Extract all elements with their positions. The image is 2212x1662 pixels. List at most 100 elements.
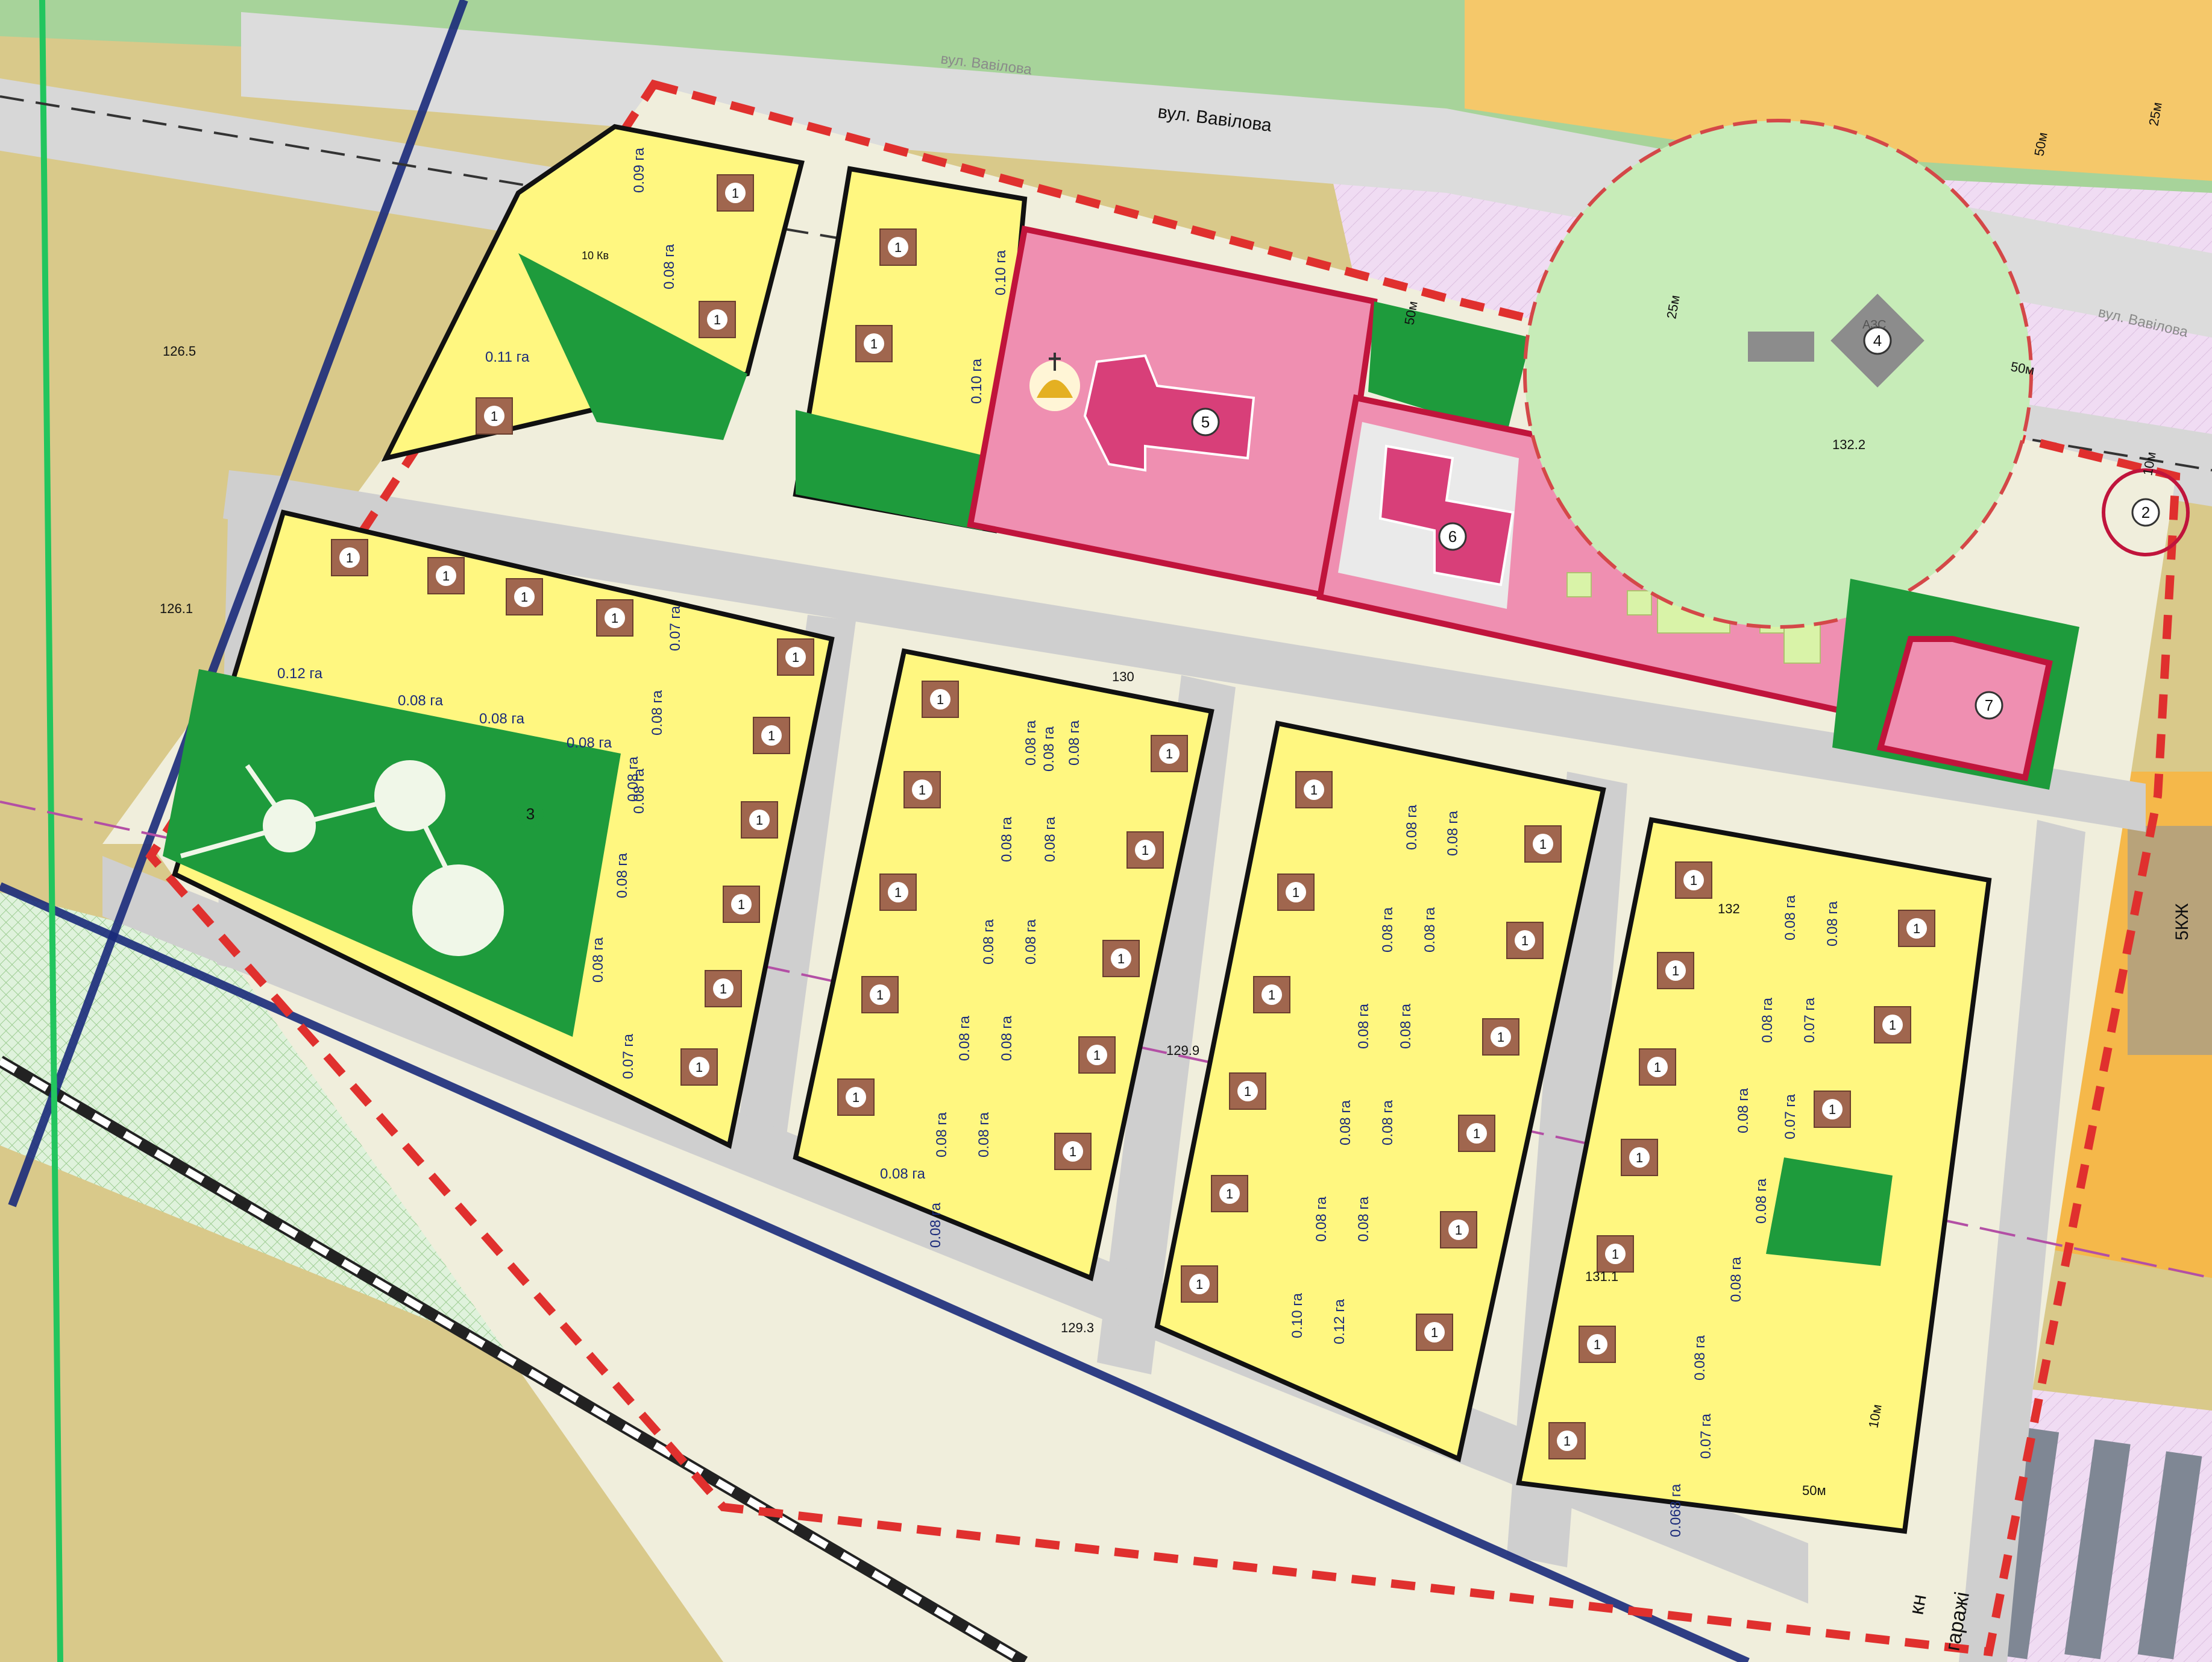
house-number-badge xyxy=(484,406,504,426)
house-number-badge xyxy=(864,333,884,354)
house-number-label: 1 xyxy=(1166,746,1173,761)
house-number-badge xyxy=(930,689,950,710)
plot-area-label: 0.08 га xyxy=(1380,907,1396,952)
elevation-label: 132.2 xyxy=(1832,437,1865,452)
zone-label-5kzh: 5КЖ xyxy=(2172,903,2192,940)
plot-area-label: 0.08 га xyxy=(1023,919,1039,965)
plot-area-label: 0.08 га xyxy=(1753,1178,1770,1224)
house-number-label: 1 xyxy=(1292,885,1299,900)
house-number-label: 1 xyxy=(919,782,926,798)
house-icon xyxy=(699,301,736,338)
object-3-label: 3 xyxy=(526,805,535,823)
elevation-label: 126.1 xyxy=(160,601,193,616)
church-building xyxy=(1083,354,1255,472)
church-icon xyxy=(1029,353,1080,411)
object-5-label: 5 xyxy=(1201,413,1210,431)
house-number-badge xyxy=(713,978,734,999)
block-6 xyxy=(1516,817,1992,1534)
house-number-badge xyxy=(785,647,806,667)
plot-area-label: 0.08 га xyxy=(1356,1003,1372,1049)
object-3-marker xyxy=(517,801,544,827)
house-number-badge xyxy=(1665,960,1686,981)
plot-area-label: 0.07 га xyxy=(620,1033,636,1079)
orange-zone-north xyxy=(1465,0,2212,181)
plot-area-label: 0.07 га xyxy=(1802,997,1818,1043)
house-number-badge xyxy=(1683,870,1704,890)
house-number-badge xyxy=(1587,1334,1607,1355)
house-number-badge xyxy=(1087,1045,1107,1065)
zone-label-kn: кн xyxy=(1905,1593,1931,1617)
house-number-badge xyxy=(1424,1322,1445,1343)
plot-area-label: 0.08 га xyxy=(1728,1256,1744,1302)
house-number-label: 1 xyxy=(1672,963,1679,978)
house-number-label: 1 xyxy=(1244,1084,1251,1099)
elevation-label: 129.3 xyxy=(1061,1320,1094,1335)
object-6-marker xyxy=(1438,522,1467,551)
elevation-label: 129.9 xyxy=(1166,1043,1199,1058)
plot-area-label: 0.10 га xyxy=(969,358,985,404)
plot-area-label: 0.08 га xyxy=(631,768,647,814)
kv-label: 10 Кв xyxy=(582,250,609,262)
house-number-label: 1 xyxy=(1636,1150,1643,1165)
house-number-badge xyxy=(1286,882,1306,902)
object-7-label: 7 xyxy=(1985,696,1993,714)
plot-area-label: 0.068 га xyxy=(1668,1484,1684,1537)
plot-area-label: 0.10 га xyxy=(1289,1292,1306,1338)
house-number-label: 1 xyxy=(1497,1030,1504,1045)
object-4-marker xyxy=(1863,326,1892,355)
house-number-badge xyxy=(888,237,908,257)
house-number-badge xyxy=(1557,1431,1577,1451)
house-number-badge xyxy=(870,984,890,1005)
house-number-label: 1 xyxy=(491,409,498,424)
house-number-badge xyxy=(1448,1220,1469,1240)
house-number-label: 1 xyxy=(1654,1060,1661,1075)
house-number-label: 1 xyxy=(714,312,721,327)
house-number-badge xyxy=(605,608,625,628)
plot-area-label: 0.08 га xyxy=(1066,720,1082,766)
plot-area-label: 0.08 га xyxy=(880,1166,926,1182)
plot-area-label: 0.08 га xyxy=(1398,1003,1414,1049)
house-number-badge xyxy=(436,565,456,586)
plot-area-label: 0.08 га xyxy=(1735,1088,1752,1133)
fuel-station-canopy xyxy=(1748,332,1814,362)
house-number-label: 1 xyxy=(1473,1126,1480,1141)
elevation-label: 132 xyxy=(1718,901,1740,916)
house-number-label: 1 xyxy=(1612,1247,1619,1262)
house-number-badge xyxy=(1304,779,1324,800)
park-paths xyxy=(180,760,504,956)
house-number-label: 1 xyxy=(1563,1434,1571,1449)
house-number-badge xyxy=(1629,1147,1650,1168)
railway xyxy=(0,1056,1028,1662)
house-number-label: 1 xyxy=(1196,1277,1203,1292)
house-number-badge xyxy=(1237,1081,1258,1101)
plot-area-label: 0.08 га xyxy=(999,1015,1015,1061)
plot-area-label: 0.08 га xyxy=(976,1112,992,1157)
elevation-label: 131.1 xyxy=(1585,1269,1618,1284)
object-5-marker xyxy=(1191,408,1220,436)
object-2-buffer xyxy=(2102,468,2190,556)
plot-area-label: 0.12 га xyxy=(1331,1298,1348,1344)
house-number-label: 1 xyxy=(1226,1186,1233,1201)
house-number-badge xyxy=(1063,1141,1083,1162)
house-number-label: 1 xyxy=(346,550,353,565)
plot-area-label: 0.08 га xyxy=(1404,804,1420,850)
house-number-badge xyxy=(912,779,932,800)
plot-area-label: 0.08 га xyxy=(1445,810,1461,856)
plot-area-label: 0.08 га xyxy=(999,816,1015,862)
plot-area-label: 0.08 га xyxy=(398,693,444,709)
house-icon xyxy=(680,1048,718,1086)
house-number-label: 1 xyxy=(1889,1018,1896,1033)
plot-area-label: 0.08 га xyxy=(1313,1196,1330,1242)
church-green xyxy=(1368,301,1531,434)
plot-area-label: 0.08 га xyxy=(625,756,641,802)
house-number-label: 1 xyxy=(894,240,902,255)
house-number-label: 1 xyxy=(852,1090,859,1105)
house-number-label: 1 xyxy=(1594,1337,1601,1352)
fuel-station-buffer xyxy=(1523,119,2033,629)
plot-area-label: 0.07 га xyxy=(1782,1094,1799,1139)
house-number-label: 1 xyxy=(720,981,727,996)
house-number-badge xyxy=(1515,930,1535,951)
house-number-badge xyxy=(1135,840,1155,860)
plot-area-label: 0.08 га xyxy=(934,1112,950,1157)
plot-area-label: 0.08 га xyxy=(928,1202,944,1248)
